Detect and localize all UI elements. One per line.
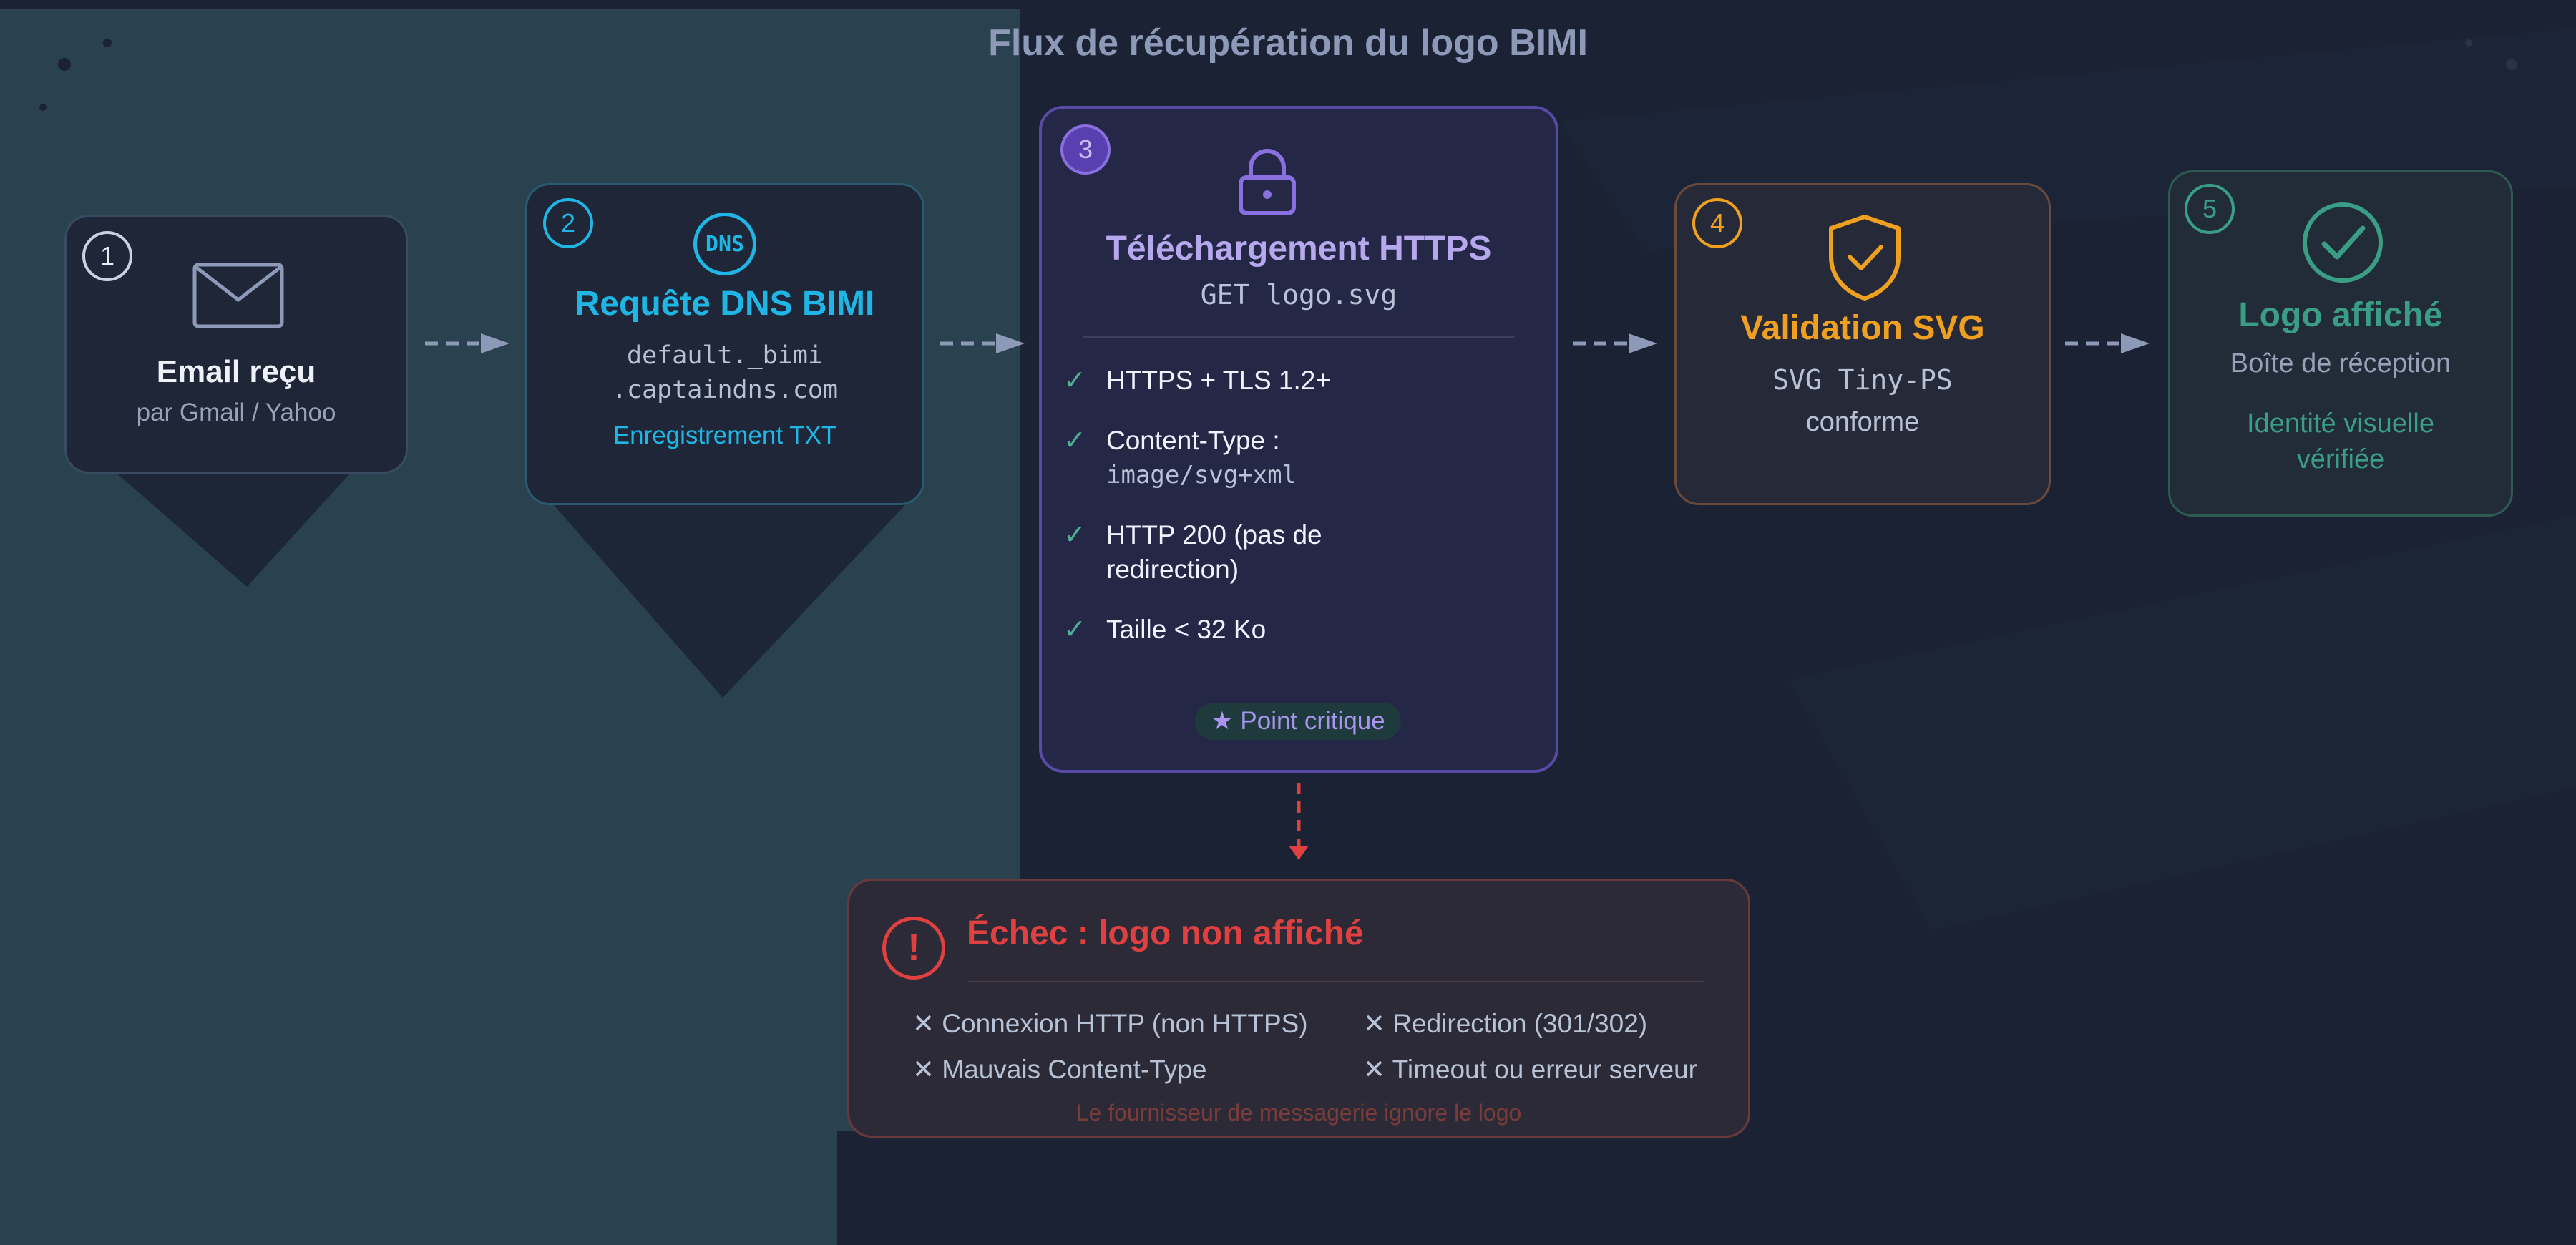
x-icon: ✕ — [912, 1055, 942, 1084]
step-1-subtitle: par Gmail / Yahoo — [136, 399, 336, 426]
step-2-line-2: .captaindns.com — [611, 376, 839, 404]
failure-item-content-type: ✕ Mauvais Content-Type — [912, 1055, 1207, 1084]
envelope-icon — [192, 263, 284, 328]
failure-title: Échec : logo non affiché — [967, 914, 1364, 952]
dns-icon-label: DNS — [705, 231, 745, 257]
step-4-card: 4 Validation SVG SVG Tiny-PS conforme — [1674, 183, 2051, 505]
step-5-badge: 5 — [2185, 184, 2235, 234]
diagram-title: Flux de récupération du logo BIMI — [988, 22, 1588, 64]
check-http-200: ✓ HTTP 200 (pas de redirection) — [1063, 518, 1322, 587]
x-icon: ✕ — [1363, 1055, 1392, 1084]
failure-divider — [967, 981, 1705, 982]
check-size: ✓ Taille < 32 Ko — [1063, 612, 1266, 647]
step-4-badge: 4 — [1692, 198, 1742, 248]
arrow-step3-to-step4 — [1573, 333, 1657, 353]
check-https: ✓ HTTPS + TLS 1.2+ — [1063, 363, 1331, 398]
step-5-note-1: Identité visuelle — [2247, 409, 2434, 439]
arrow-step2-to-step3 — [940, 333, 1025, 353]
failure-item-timeout: ✕ Timeout ou erreur serveur — [1363, 1055, 1697, 1084]
background-top-strip — [0, 0, 2576, 9]
step-2-card: 2 DNS Requête DNS BIMI default._bimi .ca… — [525, 183, 924, 505]
check-content-type: ✓ Content-Type : image/svg+xml — [1063, 424, 1297, 492]
check-icon: ✓ — [1063, 615, 1086, 645]
critical-point-tag: ★ Point critique — [1195, 703, 1401, 740]
failure-card: ! Échec : logo non affiché ✕ Connexion H… — [847, 879, 1750, 1138]
failure-item-http: ✕ Connexion HTTP (non HTTPS) — [912, 1009, 1308, 1038]
step-5-card: 5 Logo affiché Boîte de réception Identi… — [2168, 170, 2513, 517]
x-icon: ✕ — [912, 1009, 942, 1038]
step-4-line-1: SVG Tiny-PS — [1772, 364, 1953, 396]
shield-check-icon — [1829, 215, 1901, 301]
lock-icon — [1239, 149, 1296, 215]
failure-item-redirect: ✕ Redirection (301/302) — [1363, 1009, 1648, 1038]
step-5-subtitle: Boîte de réception — [2230, 348, 2451, 379]
arrow-step4-to-step5 — [2065, 333, 2150, 353]
step-2-badge: 2 — [543, 198, 593, 248]
arrow-step1-to-step2 — [425, 333, 509, 353]
step-3-card: 3 Téléchargement HTTPS GET logo.svg ✓ HT… — [1039, 106, 1558, 773]
step-2-title: Requête DNS BIMI — [575, 285, 875, 323]
exclamation-icon: ! — [882, 917, 945, 980]
step-3-divider — [1083, 336, 1514, 338]
step-5-note-2: vérifiée — [2296, 444, 2385, 474]
arrow-to-failure — [1289, 783, 1309, 860]
step-5-title: Logo affiché — [2238, 296, 2443, 334]
step-1-card: 1 Email reçu par Gmail / Yahoo — [64, 215, 408, 474]
step-4-title: Validation SVG — [1740, 309, 1985, 347]
check-icon: ✓ — [1063, 520, 1086, 550]
step-3-title: Téléchargement HTTPS — [1106, 230, 1492, 268]
x-icon: ✕ — [1363, 1009, 1393, 1038]
check-icon: ✓ — [1063, 426, 1086, 456]
step-1-title: Email reçu — [156, 354, 316, 389]
step-2-line-1: default._bimi — [627, 341, 823, 370]
check-circle-icon — [2303, 202, 2383, 283]
step-3-badge: 3 — [1060, 125, 1111, 175]
failure-footer: Le fournisseur de messagerie ignore le l… — [1075, 1100, 1522, 1126]
check-icon: ✓ — [1063, 366, 1086, 396]
step-1-badge: 1 — [82, 231, 132, 281]
step-4-line-2: conforme — [1805, 407, 1920, 437]
dns-icon: DNS — [693, 213, 756, 275]
step-2-note: Enregistrement TXT — [613, 421, 837, 449]
step-3-subtitle: GET logo.svg — [1200, 279, 1397, 311]
